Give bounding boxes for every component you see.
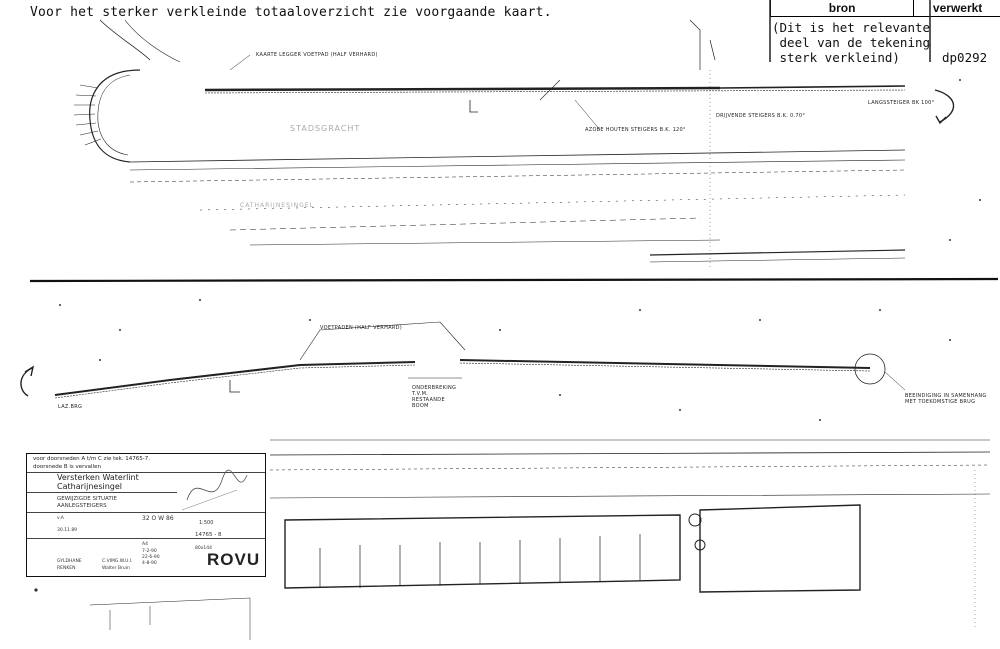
label-lower-start: LAZ.BRG: [58, 404, 83, 410]
label-floating-piers: DRIJVENDE STEIGERS B.K. 0.70°: [716, 113, 806, 119]
tb-sheet-size: 80x144: [195, 546, 212, 551]
title-block: voor doorsneden A t/m C zie tek. 14765-7…: [26, 453, 266, 577]
tb-code: 32 O W 86: [142, 515, 174, 522]
tb-drawn-by: GYLDHANE: [57, 559, 82, 564]
building-block-left: [284, 514, 681, 589]
overview-note: Voor het sterker verkleinde totaaloverzi…: [30, 5, 552, 20]
tb-scale: v.A: [57, 516, 64, 521]
canal-bend: [89, 69, 141, 163]
tb-note-2: doorsnede B is vervallen: [33, 464, 101, 470]
bron-header: bron: [769, 0, 915, 17]
tb-note-1: voor doorsneden A t/m C zie tek. 14765-7…: [33, 456, 151, 462]
bend-hatching: [73, 84, 102, 146]
tb-approved: C.VIMG.W.U.I.: [102, 559, 133, 564]
tb-date: 30.11.89: [57, 528, 78, 533]
label-footpath-lower: VOETPADEN (HALF VERHARD): [320, 325, 403, 331]
label-interruption: ONDERBREKING T.V.M. RESTAANDE BOOM: [412, 385, 457, 409]
label-quay-footpath: KAARTE LEGGER VOETPAD (HALF VERHARD): [256, 52, 378, 58]
tb-date-2: 22-6-90: [142, 555, 160, 560]
curved-road-top: [99, 19, 151, 61]
label-bridge-ending: BEEINDIGING IN SAMENHANG MET TOEKOMSTIGE…: [905, 393, 987, 405]
building-block-right: [699, 504, 861, 593]
bridge-marker-circle: [854, 353, 886, 385]
section-separator: [29, 277, 999, 283]
company-logo: ROVU: [207, 550, 261, 569]
source-table: bron verwerkt: [769, 0, 1000, 17]
tb-date-3: 4-8-90: [142, 561, 157, 566]
verwerkt-header: verwerkt: [913, 0, 1000, 17]
building-divisions: [319, 534, 641, 588]
scatter-dots: [34, 44, 981, 592]
label-long-pier: LANGSSTEIGER BK 100°: [868, 100, 935, 106]
quay-wall-upper: [204, 86, 721, 92]
tb-drawing-no: 14765 - 8: [195, 532, 222, 538]
label-street: CATHARIJNESINGEL: [240, 202, 314, 209]
footpath-outline: [299, 321, 466, 361]
signature-mark: [181, 469, 248, 511]
tb-date-1: 7-2-90: [142, 549, 157, 554]
continuation-arrow-lower: [20, 367, 33, 397]
canal-far-edge: [129, 149, 906, 163]
label-wooden-piers: AZOBE HOUTEN STEIGERS B.K. 120°: [585, 127, 686, 133]
continuation-arrow-upper: [934, 89, 955, 123]
tb-sheet-scale: 1:500: [199, 520, 214, 526]
label-canal: STADSGRACHT: [290, 124, 361, 133]
tb-project-2: Catharijnesingel: [57, 482, 123, 491]
tb-checked-by: RENKEN: [57, 566, 76, 571]
tb-project-1: Versterken Waterlint: [57, 473, 139, 482]
quay-wall-lower-right: [459, 359, 871, 369]
tb-subject-2: AANLEGSTEIGERS: [57, 503, 107, 509]
relevance-note: (Dit is het relevante deel van de tekeni…: [772, 20, 931, 65]
reference-code: dp0292: [942, 50, 988, 65]
tb-format: A4: [142, 542, 148, 547]
quay-wall-lower-left: [54, 361, 416, 396]
tb-subject-1: GEWIJZIGDE SITUATIE: [57, 496, 117, 502]
tb-approved-name: Walter Bruin: [102, 566, 130, 571]
